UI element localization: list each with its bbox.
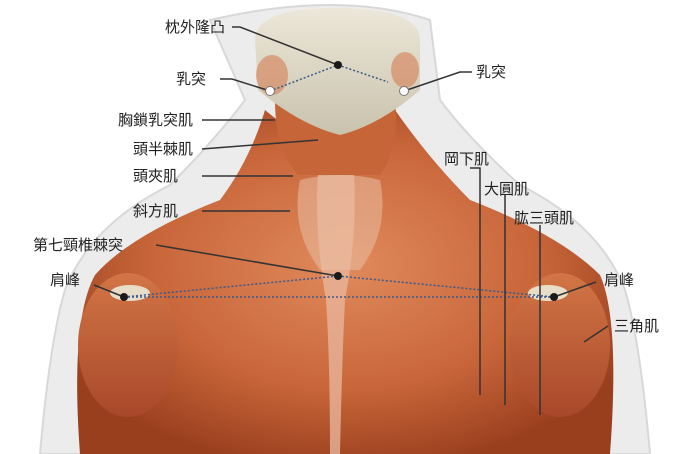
- label-mastoid-right: 乳突: [476, 63, 506, 81]
- mastoid-left-marker: [266, 87, 275, 96]
- label-splenius-capitis: 頭夾肌: [133, 167, 178, 185]
- label-acromion-right: 肩峰: [604, 271, 634, 289]
- occipital-marker: [334, 61, 342, 69]
- label-acromion-left: 肩峰: [50, 271, 80, 289]
- right-acromion-bone: [528, 285, 568, 301]
- acromion-right-marker: [550, 293, 558, 301]
- right-ear-muscle: [391, 52, 419, 88]
- label-deltoid: 三角肌: [614, 317, 659, 335]
- c7-marker: [334, 272, 342, 280]
- mastoid-right-marker: [400, 87, 409, 96]
- label-occipital-protuberance: 枕外隆凸: [165, 18, 225, 36]
- label-sternocleidomastoid: 胸鎖乳突肌: [118, 111, 193, 129]
- label-infraspinatus: 岡下肌: [444, 150, 489, 168]
- acromion-left-marker: [120, 293, 128, 301]
- label-teres-major: 大圓肌: [484, 180, 529, 198]
- label-semispinalis-capitis: 頭半棘肌: [133, 140, 193, 158]
- label-triceps: 肱三頭肌: [514, 209, 574, 227]
- label-trapezius: 斜方肌: [133, 202, 178, 220]
- label-mastoid-left: 乳突: [176, 70, 206, 88]
- label-c7-spinous-process: 第七頸椎棘突: [33, 236, 123, 254]
